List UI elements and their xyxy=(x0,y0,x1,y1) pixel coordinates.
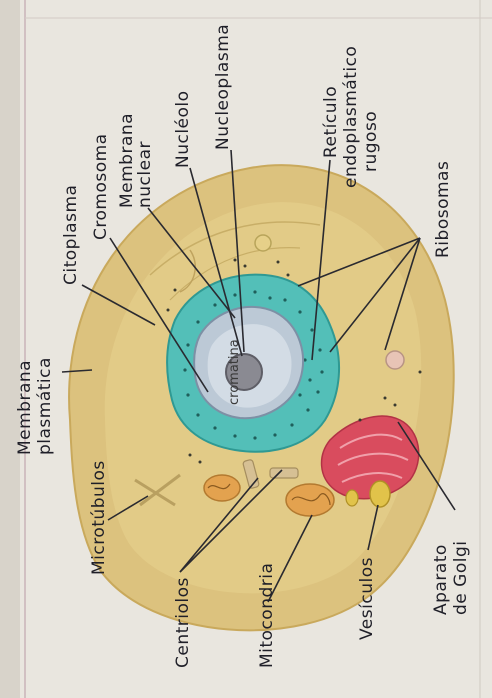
label-reticulo-1: Retículo xyxy=(321,86,341,158)
label-membrana-nuclear-1: Membrana xyxy=(117,113,137,208)
label-cromosoma: Cromosoma xyxy=(91,133,111,240)
label-aparato-golgi-2: de Golgi xyxy=(451,541,471,615)
label-aparato-golgi-1: Aparato xyxy=(431,544,451,615)
golgi-vesicle xyxy=(386,351,404,369)
label-centriolos: Centriolos xyxy=(173,577,193,668)
label-reticulo-3: rugoso xyxy=(361,111,381,172)
vesicle-3 xyxy=(255,235,271,251)
nucleus-complex: cromatina xyxy=(167,275,339,452)
vesicle-1 xyxy=(370,481,390,507)
centriole-2 xyxy=(270,468,298,478)
label-nucleoplasma: Nucleoplasma xyxy=(213,24,233,150)
label-ribosomas: Ribosomas xyxy=(433,161,453,258)
label-vesiculos: Vesículos xyxy=(357,557,377,640)
paper-edge xyxy=(0,0,20,698)
label-membrana-plasmatica-2: plasmática xyxy=(35,357,55,455)
label-membrana-plasmatica-1: Membrana xyxy=(15,360,35,455)
vesicle-2 xyxy=(346,490,358,506)
label-nucleolo: Nucléolo xyxy=(173,90,193,168)
label-citoplasma: Citoplasma xyxy=(61,185,81,285)
label-mitocondria: Mitocondria xyxy=(257,563,277,668)
label-reticulo-2: endoplasmático xyxy=(341,46,361,188)
label-membrana-nuclear-2: nuclear xyxy=(135,141,155,208)
label-microtubulos: Microtúbulos xyxy=(89,460,109,575)
mitochondrion-1 xyxy=(286,484,334,516)
